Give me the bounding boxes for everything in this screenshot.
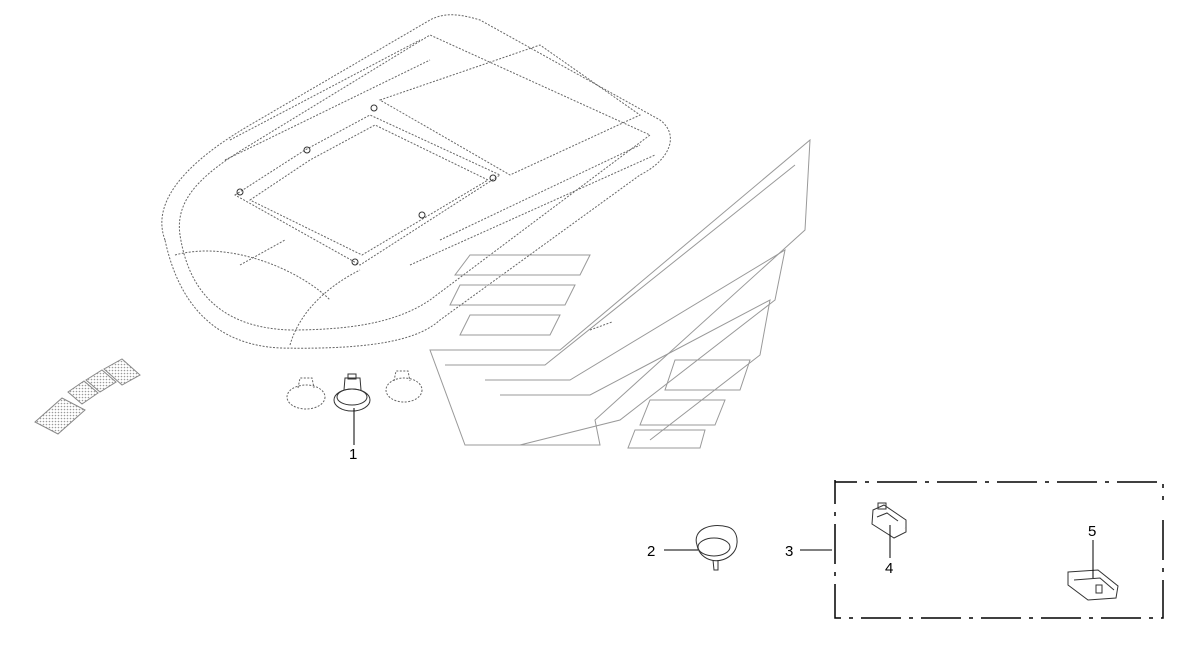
- callout-4: 4: [885, 560, 893, 577]
- callout-2: 2: [647, 543, 655, 560]
- lamp-single: [695, 525, 738, 571]
- callout-3: 3: [785, 543, 793, 560]
- wiring-harness: [904, 526, 1074, 580]
- lamp-right: [385, 370, 423, 403]
- kit-boundary: [834, 480, 1164, 619]
- cab-frame-outline: [429, 138, 811, 449]
- lamp-left: [286, 377, 326, 410]
- leader-lines: [353, 408, 1094, 578]
- lamp-center: [333, 373, 371, 412]
- callout-5: 5: [1088, 523, 1096, 540]
- harness-connector-b: [1067, 569, 1119, 601]
- callout-1: 1: [349, 446, 357, 463]
- direction-arrow: [34, 358, 141, 435]
- harness-connector-a: [871, 502, 907, 539]
- roof-hood: [161, 14, 671, 349]
